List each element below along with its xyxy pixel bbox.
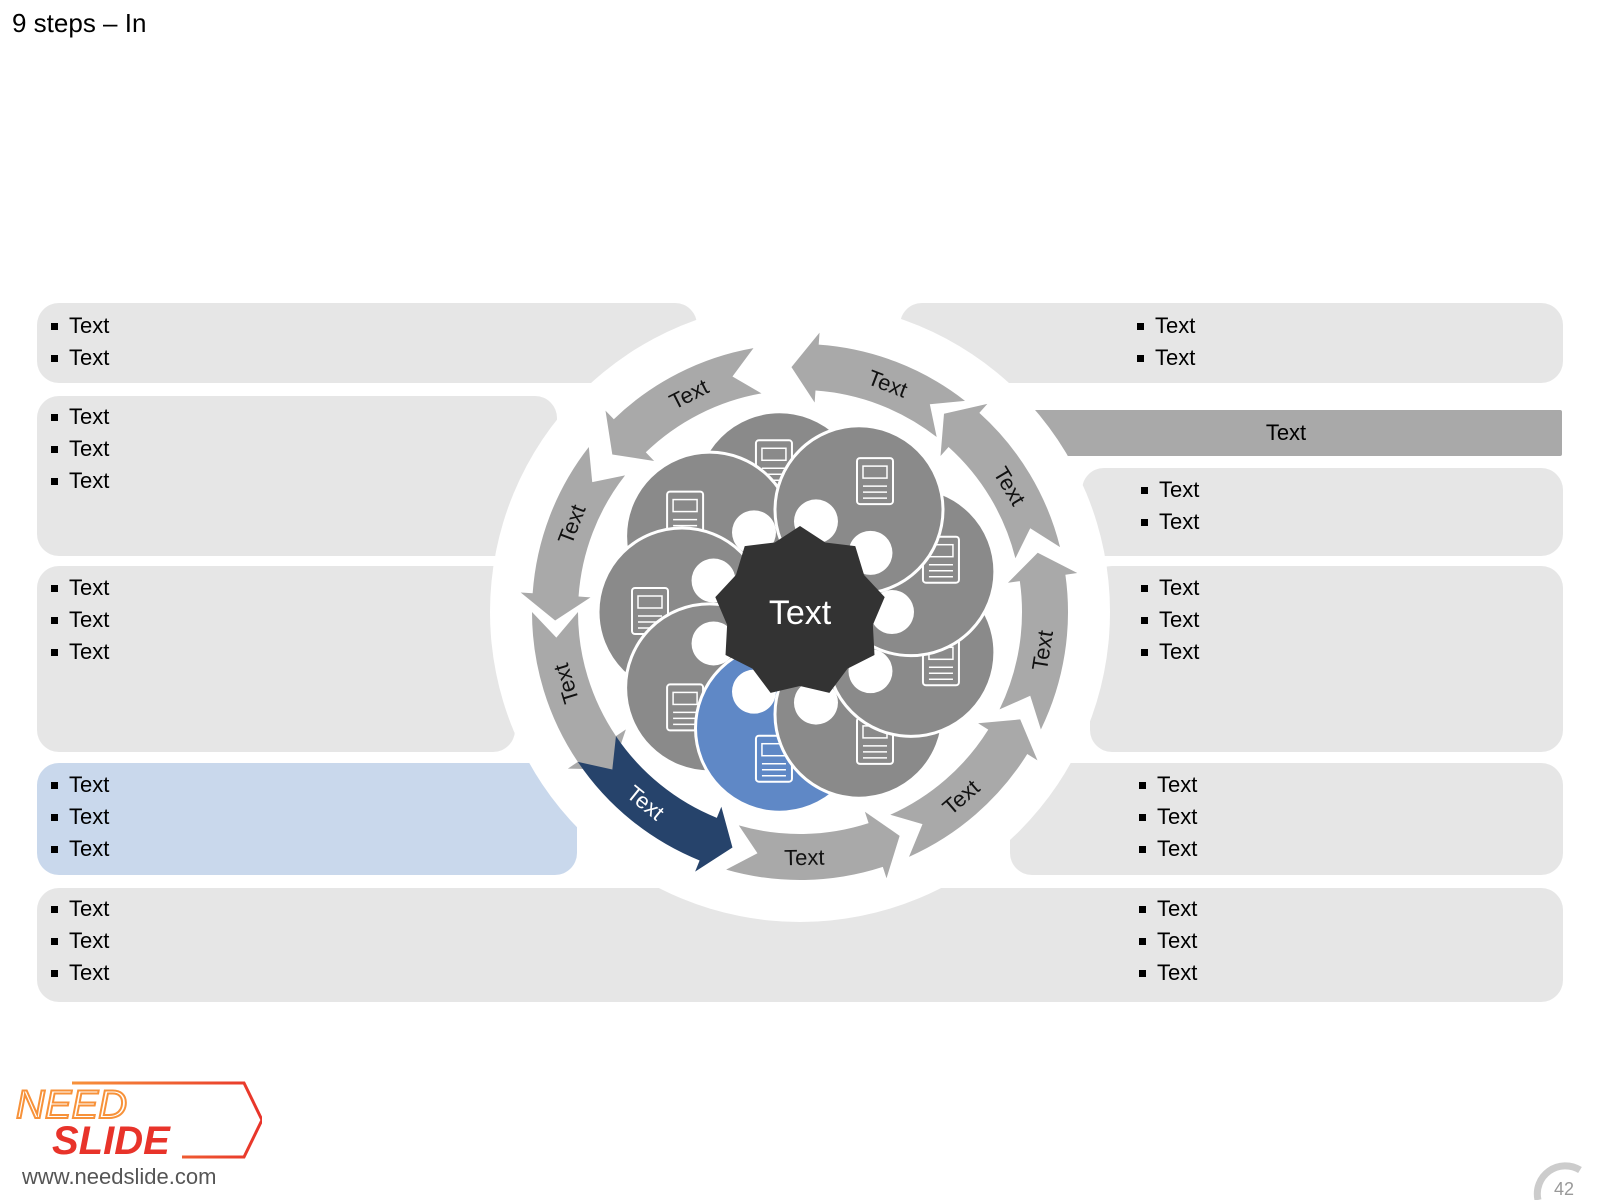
- list-item: Text: [37, 801, 109, 833]
- left-panel-1: [37, 303, 697, 383]
- cycle-arrow-5: [577, 736, 733, 872]
- list-item: Text: [1123, 310, 1195, 342]
- list-item: Text: [1127, 506, 1199, 538]
- petal-gap-4: [691, 621, 736, 666]
- right-label-bar-text: Text: [1265, 420, 1307, 445]
- cycle-arrow-9: [940, 403, 1061, 559]
- left-list-5: Text Text Text: [37, 893, 109, 989]
- list-item: Text: [37, 957, 109, 989]
- list-item: Text: [37, 401, 109, 433]
- left-panel-2: [37, 396, 557, 556]
- icon-detail-1: [761, 447, 787, 462]
- right-list-3: Text Text Text: [1127, 572, 1199, 668]
- needslide-logo: NEED SLIDE: [15, 1081, 262, 1160]
- left-list-1: Text Text: [37, 310, 109, 374]
- right-panel-3: [1090, 566, 1563, 752]
- list-item: Text: [37, 604, 109, 636]
- list-item: Text: [1127, 474, 1199, 506]
- right-panel-1: [900, 303, 1563, 383]
- list-item: Text: [1125, 801, 1197, 833]
- right-panel-4: [1010, 763, 1563, 875]
- list-item: Text: [37, 636, 109, 668]
- page-number-badge: 42: [1533, 1162, 1582, 1200]
- website-url: www.needslide.com: [22, 1164, 217, 1189]
- icon-detail-4: [672, 691, 698, 706]
- right-list-1: Text Text: [1123, 310, 1195, 374]
- list-item: Text: [1125, 769, 1197, 801]
- list-item: Text: [1125, 833, 1197, 865]
- cycle-arrow-3: [520, 447, 626, 621]
- list-item: Text: [1127, 604, 1199, 636]
- list-item: Text: [37, 769, 109, 801]
- list-item: Text: [1125, 957, 1197, 989]
- list-item: Text: [1123, 342, 1195, 374]
- right-list-4: Text Text Text: [1125, 769, 1197, 865]
- left-list-3: Text Text Text: [37, 572, 109, 668]
- list-item: Text: [37, 465, 109, 497]
- slide-title: 9 steps – In: [12, 8, 147, 38]
- cycle-arrow-4: [532, 612, 626, 770]
- list-item: Text: [37, 833, 109, 865]
- cycle-arrow-label-6: Text: [784, 845, 825, 871]
- list-item: Text: [1125, 893, 1197, 925]
- logo-line1: NEED: [16, 1083, 127, 1127]
- cycle-arrow-2: [605, 348, 762, 461]
- list-item: Text: [37, 433, 109, 465]
- list-item: Text: [37, 342, 109, 374]
- petal-gap-2: [732, 510, 776, 555]
- left-list-2: Text Text Text: [37, 401, 109, 497]
- list-item: Text: [1125, 925, 1197, 957]
- right-panel-2: [1082, 468, 1563, 556]
- cycle-arrow-6: [726, 811, 900, 880]
- right-list-5: Text Text Text: [1125, 893, 1197, 989]
- left-panel-4-active: [37, 763, 577, 875]
- document-icon-9: [856, 457, 894, 506]
- list-item: Text: [37, 310, 109, 342]
- left-panel-3: [37, 566, 515, 752]
- right-list-2: Text Text: [1127, 474, 1199, 538]
- right-label-bar: Text: [1010, 410, 1562, 456]
- list-item: Text: [37, 925, 109, 957]
- logo-line2: SLIDE: [52, 1119, 171, 1160]
- list-item: Text: [1127, 636, 1199, 668]
- icon-detail-2: [672, 498, 698, 513]
- center-label: Text: [769, 594, 832, 632]
- icon-detail-9: [862, 465, 888, 479]
- cycle-arrow-1: [791, 332, 965, 438]
- list-item: Text: [1127, 572, 1199, 604]
- icon-detail-3: [637, 595, 663, 609]
- center-star: [715, 526, 885, 693]
- cycle-arrow-7: [890, 719, 1038, 857]
- list-item: Text: [37, 893, 109, 925]
- list-item: Text: [37, 572, 109, 604]
- cycle-arrow-8: [999, 552, 1078, 730]
- cycle-arrow-label-8: Text: [1027, 629, 1058, 673]
- left-list-4: Text Text Text: [37, 769, 109, 865]
- page-number: 42: [1554, 1179, 1574, 1199]
